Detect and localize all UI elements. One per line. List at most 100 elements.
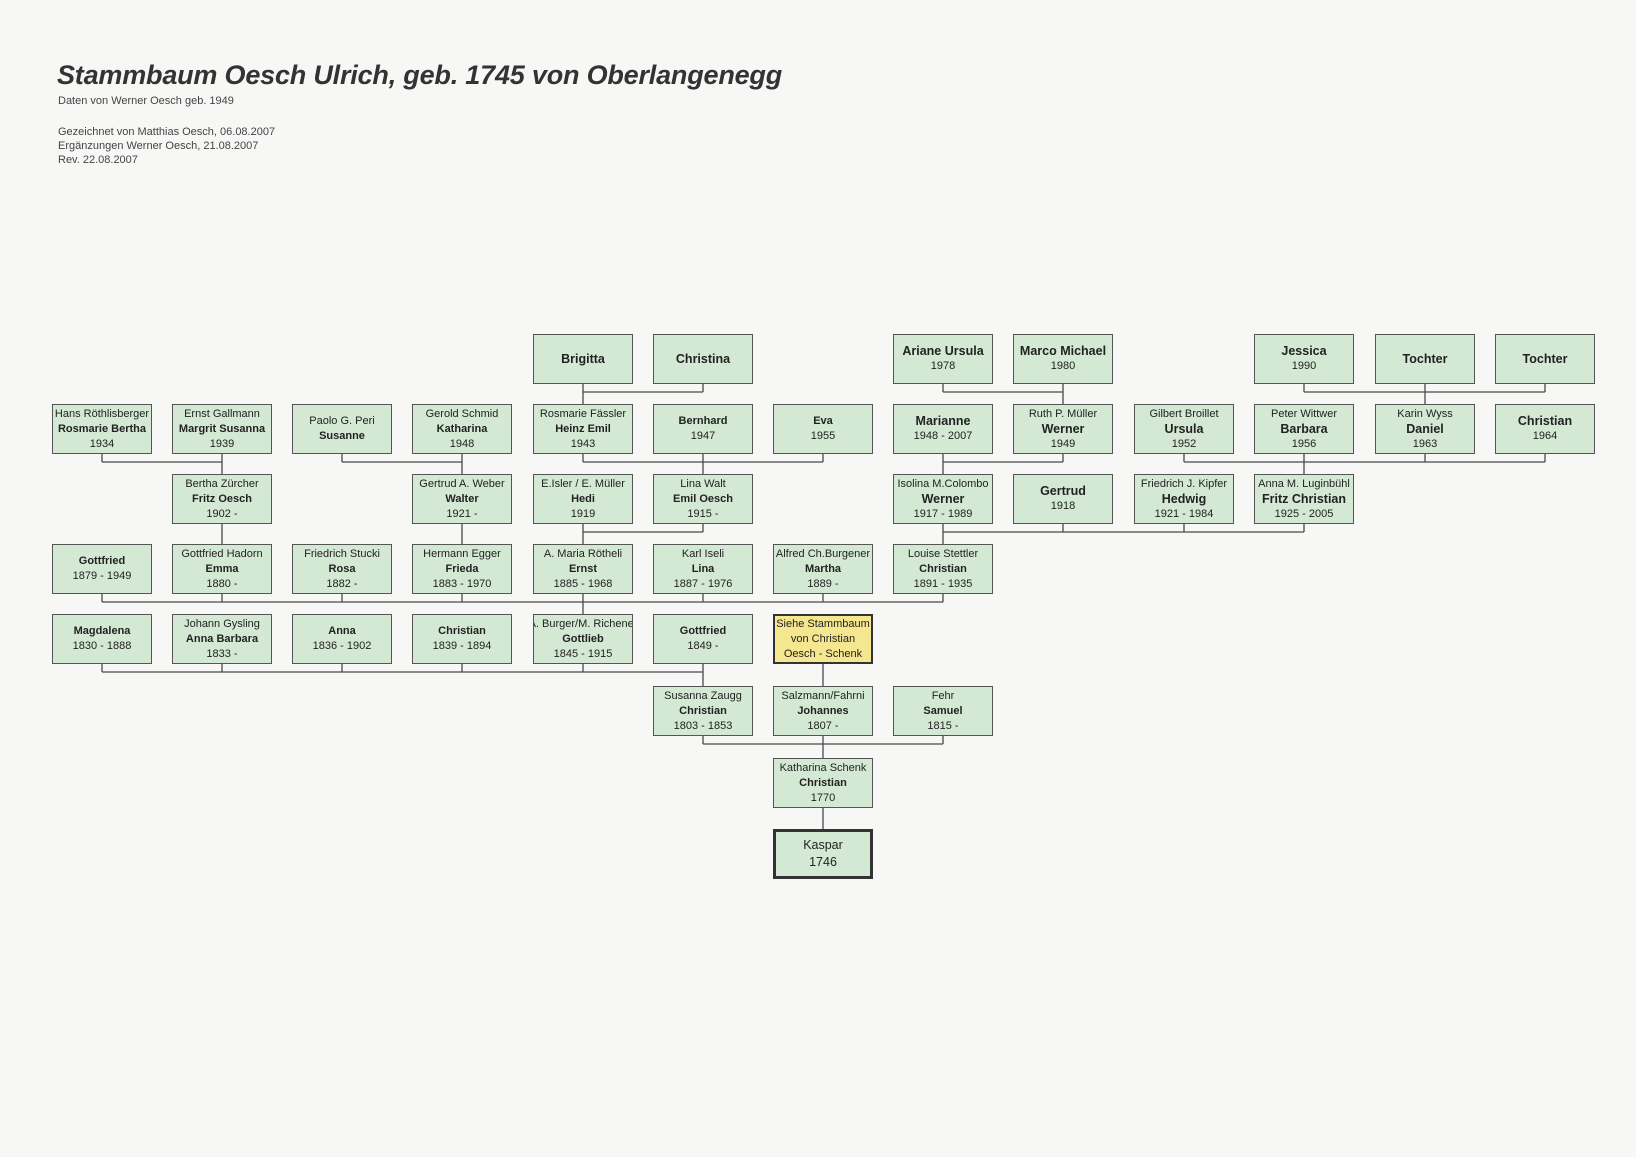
person-spouse: Gertrud A. Weber (419, 477, 505, 490)
person-spouse: Gottfried Hadorn (181, 547, 263, 560)
person-years: 1921 - 1984 (1154, 507, 1214, 520)
person-years: 1918 (1050, 500, 1076, 512)
person-spouse: Ernst Gallmann (184, 407, 260, 420)
credit-drawn-by: Gezeichnet von Matthias Oesch, 06.08.200… (58, 126, 276, 138)
person-name: Frieda (445, 562, 479, 575)
person-spouse: A. Burger/M. Richener (533, 617, 633, 630)
person-name: Christian (919, 562, 967, 575)
person-years: 1746 (809, 855, 837, 869)
person-years: 1889 - (807, 577, 839, 590)
person-years: 1964 (1532, 430, 1558, 442)
credit-additions: Ergänzungen Werner Oesch, 21.08.2007 (58, 140, 259, 152)
person-name: Eva (813, 415, 833, 427)
person-years: 1882 - (326, 577, 358, 590)
person-spouse: A. Maria Rötheli (543, 547, 623, 560)
person-name: Anna Barbara (185, 632, 259, 645)
person-name: Emma (205, 562, 239, 575)
person-name: Hedi (571, 492, 595, 505)
person-name: Rosa (328, 562, 356, 575)
person-name: Fritz Oesch (192, 492, 252, 505)
person-box-christian-1964: Christian 1964 (1495, 404, 1595, 454)
person-years: 1845 - 1915 (553, 647, 613, 660)
person-years: 1803 - 1853 (673, 719, 733, 732)
person-spouse: Hans Röthlisberger (54, 407, 150, 420)
person-name: Rosmarie Bertha (57, 422, 147, 435)
person-years: Oesch - Schenk (783, 647, 863, 660)
person-box-kaspar: Kaspar 1746 (773, 829, 873, 879)
person-name: Gottfried (679, 625, 727, 637)
person-name: Kaspar (803, 838, 843, 852)
page-title: Stammbaum Oesch Ulrich, geb. 1745 von Ob… (57, 60, 783, 90)
person-box-marianne: Marianne 1948 - 2007 (893, 404, 993, 454)
person-name: Gottfried (78, 555, 126, 567)
person-years: 1952 (1171, 437, 1197, 450)
person-years: 1902 - (206, 507, 238, 520)
person-box-tochter2: Tochter (1495, 334, 1595, 384)
person-years: 1807 - (807, 719, 839, 732)
person-name: Emil Oesch (673, 492, 733, 505)
person-name: Daniel (1406, 421, 1444, 436)
person-box-christina: Christina (653, 334, 753, 384)
person-name: Tochter (1402, 351, 1448, 366)
person-name: Barbara (1280, 421, 1328, 436)
person-spouse: Friedrich Stucki (304, 547, 380, 560)
person-name: Tochter (1522, 351, 1568, 366)
person-spouse: Hermann Egger (423, 547, 501, 560)
person-spouse: Karl Iseli (681, 547, 725, 560)
person-years: 1885 - 1968 (553, 577, 613, 590)
person-name: Marianne (915, 414, 971, 428)
person-name: Bernhard (678, 415, 728, 427)
person-spouse: Louise Stettler (907, 547, 979, 560)
person-name: Christian (799, 776, 847, 789)
person-years: 1836 - 1902 (312, 640, 372, 652)
person-name: Fritz Christian (1261, 491, 1347, 506)
person-name: Christina (675, 351, 731, 366)
person-name: Christian (438, 625, 486, 637)
person-name: Ernst (568, 562, 598, 575)
person-name: Christian (679, 704, 727, 717)
person-spouse: Johann Gysling (184, 617, 260, 630)
person-years: 1849 - (687, 640, 719, 652)
person-spouse: Lina Walt (680, 477, 726, 490)
person-name: Ursula (1164, 421, 1204, 436)
person-years: 1919 (570, 507, 596, 520)
person-name: Heinz Emil (555, 422, 611, 435)
person-years: 1917 - 1989 (913, 507, 973, 520)
person-name: Margrit Susanna (178, 422, 266, 435)
person-spouse: Salzmann/Fahrni (781, 689, 865, 702)
person-years: 1948 - 2007 (913, 430, 973, 442)
person-box-gottfried-1849: Gottfried 1849 - (653, 614, 753, 664)
person-name: Christian (1517, 414, 1573, 428)
person-name: Ariane Ursula (902, 344, 984, 358)
person-spouse: Ruth P. Müller (1028, 407, 1098, 420)
person-name: Werner (921, 491, 965, 506)
person-name: Lina (691, 562, 715, 575)
person-name: Hedwig (1161, 491, 1207, 506)
